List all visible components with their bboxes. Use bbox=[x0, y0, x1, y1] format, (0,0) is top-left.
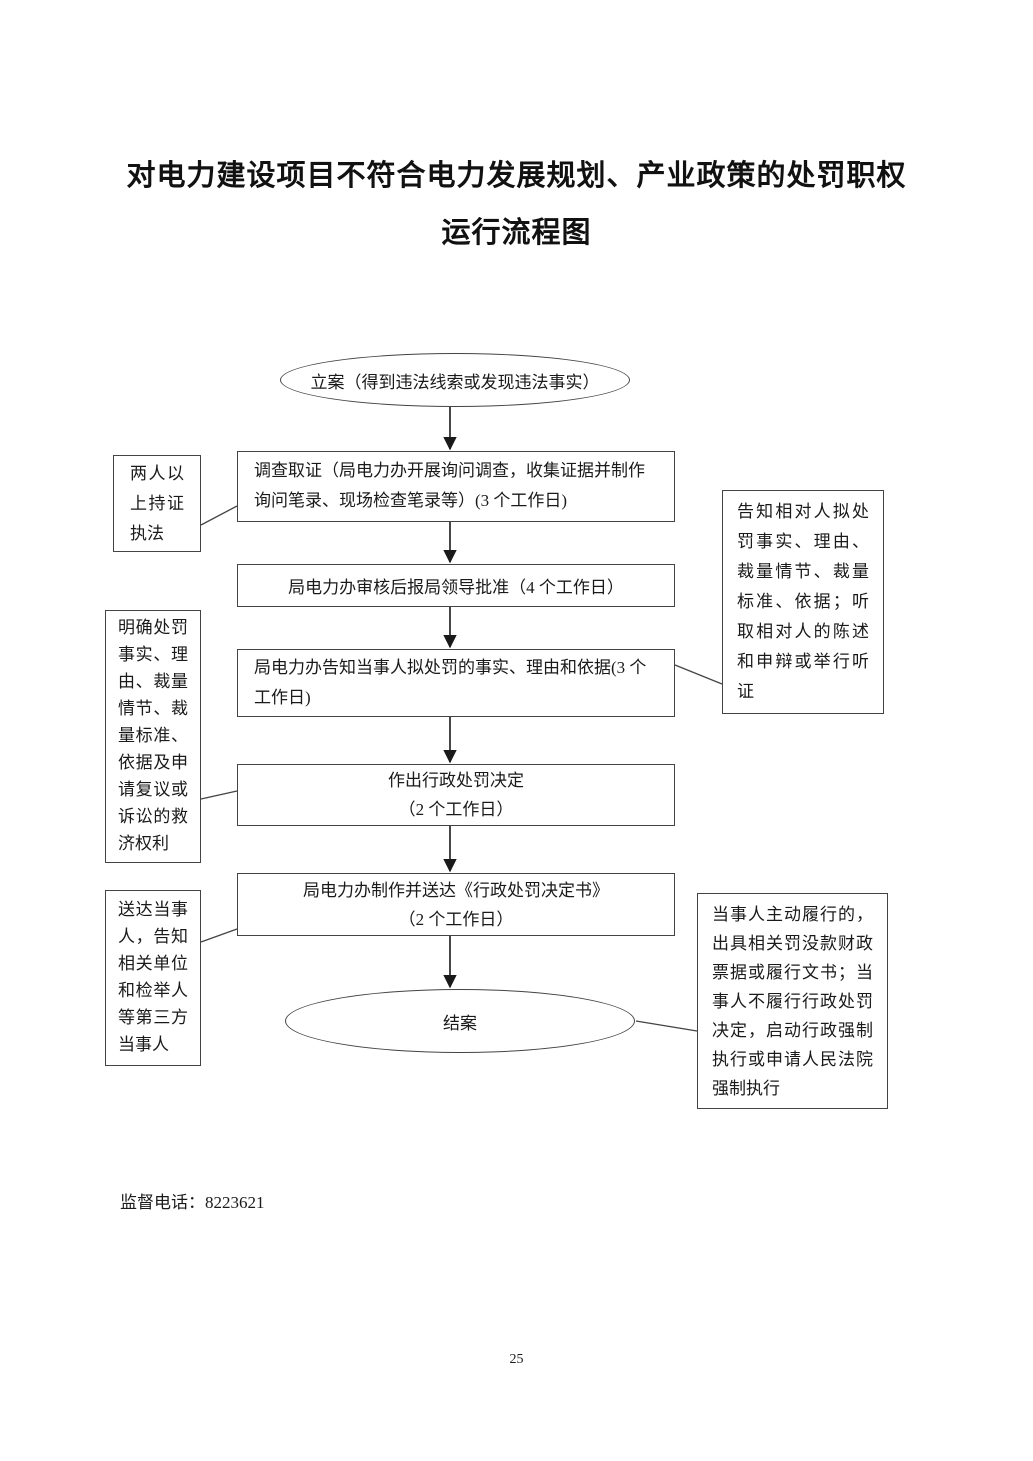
flow-node-decision-label-line-2: （2 个工作日） bbox=[398, 800, 514, 819]
page-title: 对电力建设项目不符合电力发展规划、产业政策的处罚职权 运行流程图 bbox=[0, 148, 1033, 262]
annotation-box-enforcement-label: 两人以上持证执法 bbox=[130, 464, 184, 543]
flow-node-notification-label: 局电力办告知当事人拟处罚的事实、理由和依据(3 个工作日) bbox=[254, 658, 647, 707]
page-title-line-1: 对电力建设项目不符合电力发展规划、产业政策的处罚职权 bbox=[126, 160, 907, 192]
page-number: 25 bbox=[509, 1352, 524, 1367]
flow-node-start: 立案（得到违法线索或发现违法事实） bbox=[280, 353, 630, 407]
annotation-box-clarify-rights-label: 明确处罚事实、理由、裁量情节、裁量标准、依据及申请复议或诉讼的救济权利 bbox=[118, 618, 188, 853]
flow-node-delivery-label-line-1: 局电力办制作并送达《行政处罚决定书》 bbox=[303, 880, 609, 900]
flow-node-investigation: 调查取证（局电力办开展询问调查，收集证据并制作询问笔录、现场检查笔录等）(3 个… bbox=[237, 451, 675, 522]
flow-node-approval-label: 局电力办审核后报局领导批准（4 个工作日） bbox=[288, 578, 624, 597]
supervision-phone: 监督电话：8223621 bbox=[120, 1193, 265, 1212]
flow-node-notification: 局电力办告知当事人拟处罚的事实、理由和依据(3 个工作日) bbox=[237, 649, 675, 717]
flow-node-approval: 局电力办审核后报局领导批准（4 个工作日） bbox=[237, 564, 675, 607]
annotation-box-execution-label: 当事人主动履行的，出具相关罚没款财政票据或履行文书；当事人不履行行政处罚决定，启… bbox=[712, 905, 873, 1098]
flow-node-delivery-label-line-2: （2 个工作日） bbox=[398, 909, 514, 929]
annotation-box-execution: 当事人主动履行的，出具相关罚没款财政票据或履行文书；当事人不履行行政处罚决定，启… bbox=[697, 893, 888, 1109]
annotation-box-delivery-parties: 送达当事人，告知相关单位和检举人等第三方当事人 bbox=[105, 890, 201, 1066]
flow-node-decision: 作出行政处罚决定 （2 个工作日） bbox=[237, 764, 675, 826]
annotation-box-clarify-rights: 明确处罚事实、理由、裁量情节、裁量标准、依据及申请复议或诉讼的救济权利 bbox=[105, 610, 201, 863]
flow-node-start-label: 立案（得到违法线索或发现违法事实） bbox=[310, 372, 600, 392]
annotation-box-delivery-parties-label: 送达当事人，告知相关单位和检举人等第三方当事人 bbox=[118, 900, 188, 1054]
flow-node-end-label: 结案 bbox=[443, 1013, 477, 1033]
annotation-box-inform-rights: 告知相对人拟处罚事实、理由、裁量情节、裁量标准、依据；听取相对人的陈述和申辩或举… bbox=[722, 490, 884, 714]
annotation-box-inform-rights-label: 告知相对人拟处罚事实、理由、裁量情节、裁量标准、依据；听取相对人的陈述和申辩或举… bbox=[737, 502, 869, 701]
flow-node-decision-label-line-1: 作出行政处罚决定 bbox=[388, 771, 524, 790]
flow-node-investigation-label: 调查取证（局电力办开展询问调查，收集证据并制作询问笔录、现场检查笔录等）(3 个… bbox=[254, 461, 645, 510]
page-title-line-2: 运行流程图 bbox=[441, 217, 592, 249]
annotation-box-enforcement: 两人以上持证执法 bbox=[113, 455, 201, 552]
flow-node-end: 结案 bbox=[285, 989, 635, 1053]
flow-node-delivery: 局电力办制作并送达《行政处罚决定书》 （2 个工作日） bbox=[237, 873, 675, 936]
